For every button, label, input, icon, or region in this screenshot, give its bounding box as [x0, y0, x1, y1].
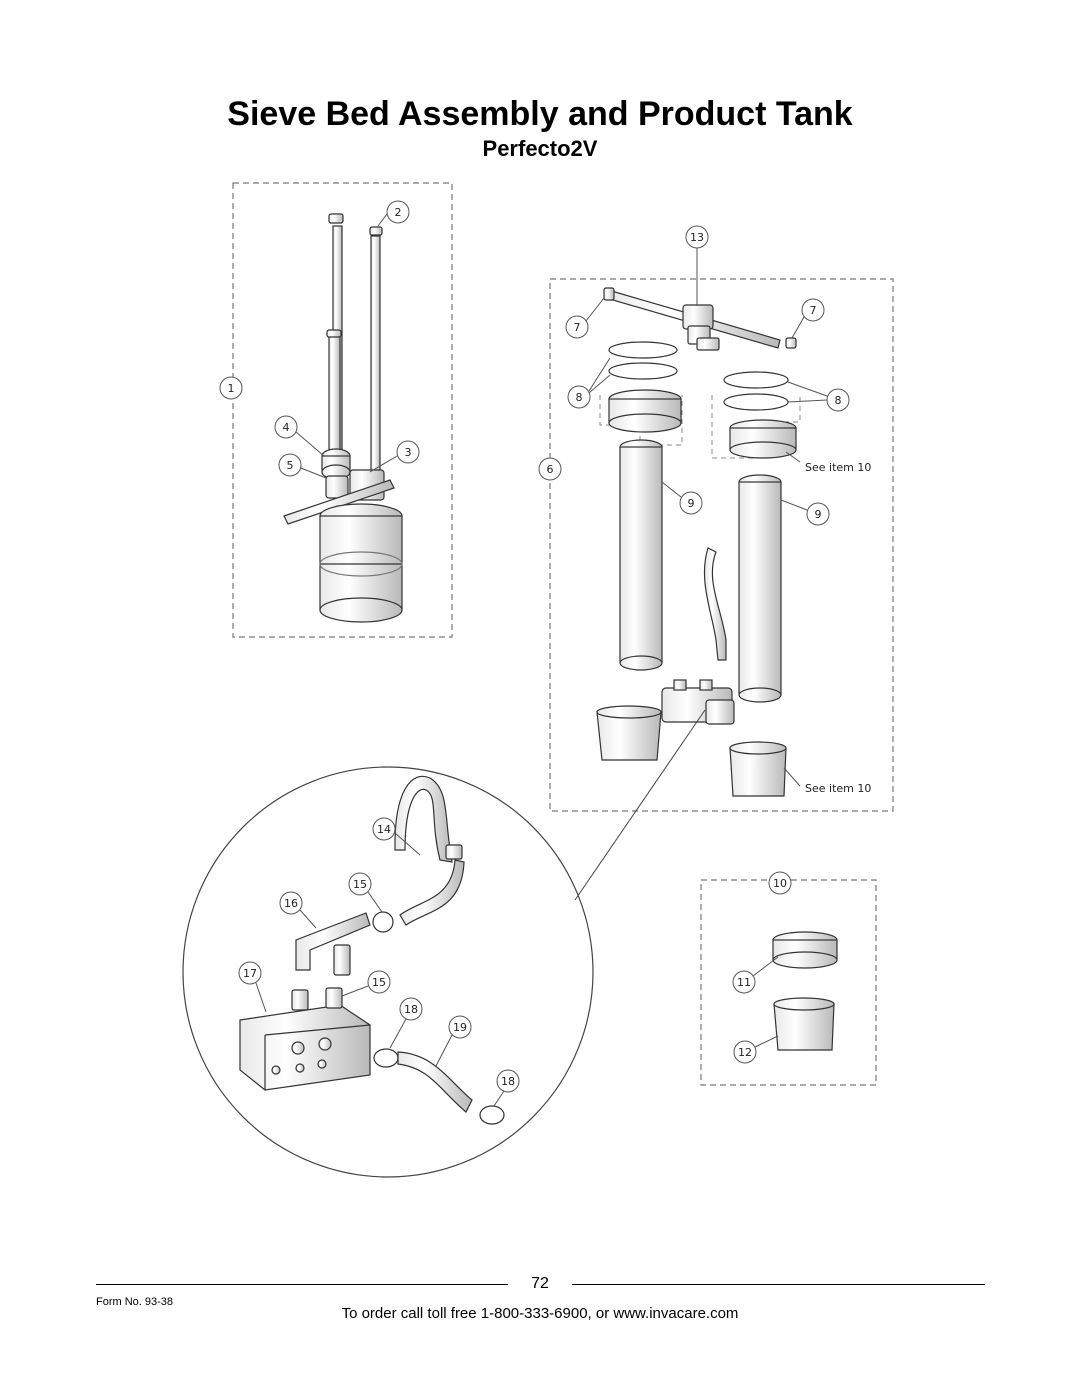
callout-9-right-label: 9: [815, 508, 822, 521]
callout-4: 4: [274, 415, 325, 457]
callout-7-right-label: 7: [810, 304, 817, 317]
callout-7-left: 7: [565, 297, 605, 339]
callout-19-label: 19: [453, 1021, 467, 1034]
callout-3-label: 3: [405, 446, 412, 459]
footer-rule-left: [96, 1284, 508, 1285]
callout-9-left-label: 9: [688, 497, 695, 510]
page-title: Sieve Bed Assembly and Product Tank: [227, 95, 853, 133]
callout-2: 2: [377, 200, 410, 227]
callout-18-top-label: 18: [404, 1003, 418, 1016]
callout-18-bottom: 18: [493, 1069, 520, 1107]
callout-7-left-label: 7: [574, 321, 581, 334]
callout-8-left-label: 8: [576, 391, 583, 404]
detail-drawing: [239, 775, 505, 1125]
callout-18-top: 18: [389, 997, 423, 1049]
callout-5: 5: [278, 453, 327, 479]
callout-12: 12: [733, 1035, 779, 1064]
callout-9-right: 9: [780, 499, 830, 526]
callout-10: 10: [768, 871, 792, 895]
callout-8-right-label: 8: [835, 394, 842, 407]
callout-8-left: 8: [567, 357, 611, 409]
callout-11-label: 11: [737, 976, 751, 989]
callout-1: 1: [219, 376, 243, 400]
callout-15-top: 15: [348, 872, 383, 913]
page-number: 72: [531, 1275, 549, 1292]
callout-15-bottom: 15: [341, 970, 391, 997]
see-item-note-bottom-label: See item 10: [805, 782, 871, 795]
callout-3: 3: [369, 440, 420, 473]
callout-11: 11: [732, 956, 779, 994]
callout-18-bottom-label: 18: [501, 1075, 515, 1088]
callout-13: 13: [685, 225, 709, 306]
see-item-note-top-label: See item 10: [805, 461, 871, 474]
footer-rule-right: [572, 1284, 985, 1285]
page-subtitle: Perfecto2V: [482, 136, 598, 161]
callout-16-label: 16: [284, 897, 298, 910]
callout-13-label: 13: [690, 231, 704, 244]
product-tank-drawing: [596, 287, 797, 797]
sieve-bed-assembly-drawing: [283, 213, 403, 623]
callout-17: 17: [238, 961, 267, 1013]
detail-circle: [182, 766, 594, 1178]
see-item-note-bottom: See item 10: [783, 767, 871, 795]
callout-5-label: 5: [287, 459, 294, 472]
callout-19: 19: [435, 1015, 472, 1067]
callout-16: 16: [279, 891, 317, 929]
group-box-sieve-bed-assembly: [232, 182, 453, 638]
callout-9-left: 9: [661, 481, 703, 515]
callout-15-top-label: 15: [353, 878, 367, 891]
callout-14: 14: [372, 817, 421, 856]
callout-8-right: 8: [787, 381, 850, 412]
order-contact-text: To order call toll free 1-800-333-6900, …: [341, 1305, 739, 1322]
group-box-product-tank-assembly: [549, 278, 894, 812]
callout-4-label: 4: [283, 421, 290, 434]
see-item-note-top: See item 10: [785, 451, 871, 474]
callout-6-label: 6: [547, 463, 554, 476]
callout-14-label: 14: [377, 823, 391, 836]
callout-10-label: 10: [773, 877, 787, 890]
callout-1-label: 1: [228, 382, 235, 395]
callout-12-label: 12: [738, 1046, 752, 1059]
item-10-drawing: [772, 931, 838, 1051]
callout-17-label: 17: [243, 967, 257, 980]
callout-15-bottom-label: 15: [372, 976, 386, 989]
group-box-item-10: [700, 879, 877, 1086]
callout-2-label: 2: [395, 206, 402, 219]
callout-6: 6: [538, 457, 562, 481]
detail-leader: [574, 709, 706, 901]
callout-7-right: 7: [791, 298, 825, 339]
form-number: Form No. 93-38: [96, 1296, 174, 1308]
